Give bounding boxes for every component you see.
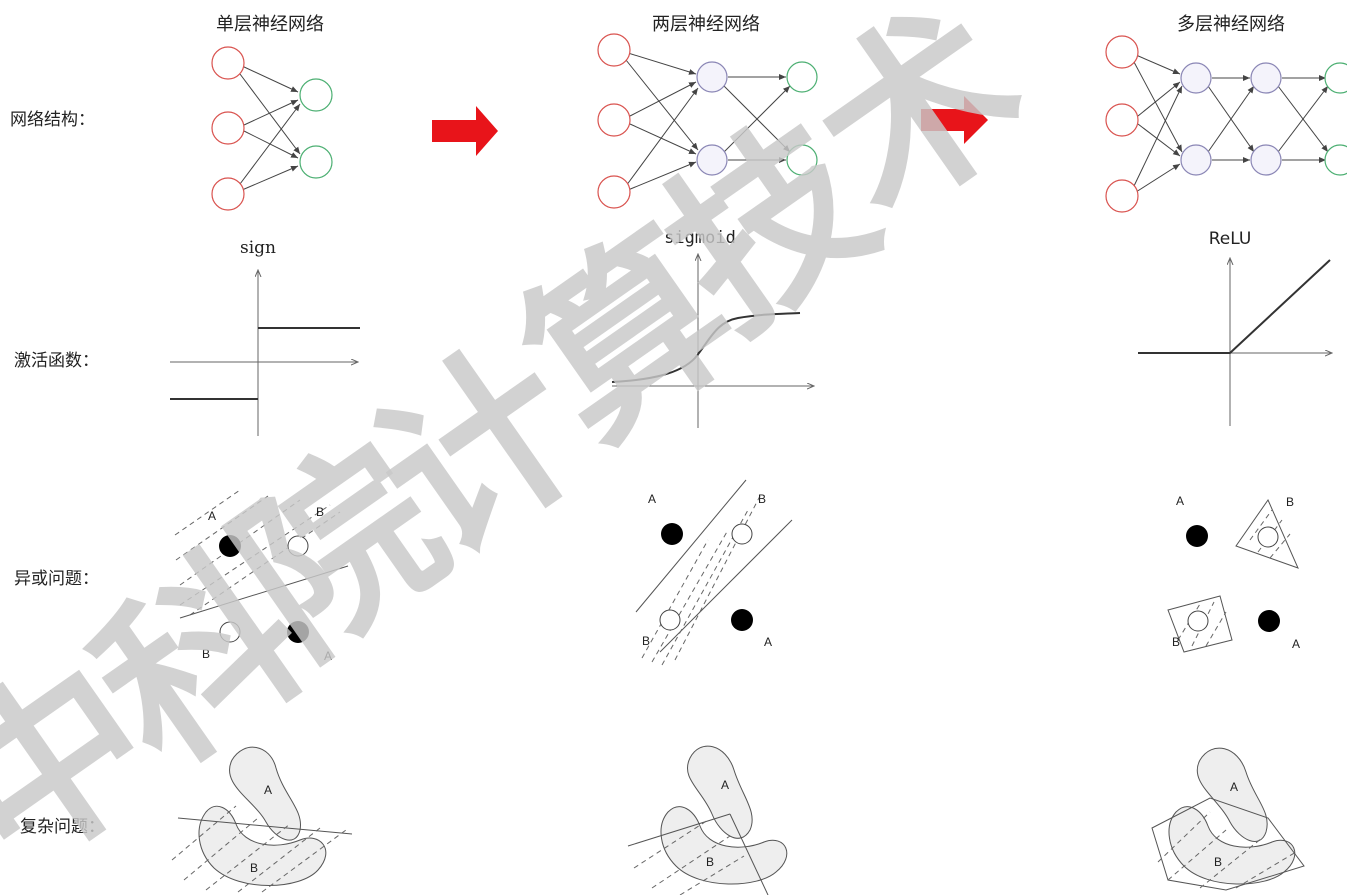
class-label-b: B [706,855,714,869]
class-label-a: A [764,635,772,649]
row-label-xor: 异或问题： [14,569,99,589]
xor-point-a [661,523,683,545]
sign-function-plot [170,270,360,436]
activation-name-relu: ReLU [1209,229,1252,249]
xor-point-b [219,621,241,643]
hidden-node [1250,62,1282,94]
xor-point-b [659,609,681,631]
class-label-b: B [1214,855,1222,869]
input-node [1105,35,1139,69]
single-layer-network [211,46,333,211]
output-node [299,78,333,112]
xor-point-b [731,523,753,545]
xor-point-b [1187,610,1209,632]
column-title-single-layer: 单层神经网络 [216,14,324,35]
input-node [597,33,631,67]
hidden-node [1180,144,1212,176]
input-node [597,175,631,209]
progression-arrow-1 [432,106,498,156]
class-label-a: A [1292,637,1300,651]
class-label-b: B [642,634,650,648]
complex-single-layer-panel: A B [171,746,353,893]
relu-function-plot [1138,258,1332,426]
output-node [786,61,818,93]
class-label-a: A [1176,494,1184,508]
xor-point-a [1258,610,1280,632]
xor-point-a [219,535,241,557]
row-label-activation: 激活函数： [14,351,99,371]
class-label-a: A [648,492,656,506]
sigmoid-function-plot [611,254,814,428]
class-label-b: B [1172,635,1180,649]
class-label-a: A [721,778,729,792]
output-node [1324,144,1347,176]
multi-layer-network [1105,35,1347,213]
xor-point-b [1257,526,1279,548]
xor-point-b [287,535,309,557]
input-node [211,46,245,80]
xor-single-layer-panel: A B B A [174,489,349,663]
input-node [211,177,245,211]
output-node [786,144,818,176]
class-label-a: A [208,509,216,523]
class-label-a: A [324,649,332,663]
column-title-multi-layer: 多层神经网络 [1177,14,1285,35]
column-title-two-layer: 两层神经网络 [652,14,760,35]
hidden-node [696,61,728,93]
hidden-node [1180,62,1212,94]
output-node [1324,62,1347,94]
watermark: 中 科 院 计 算 技 术 [0,0,1061,895]
xor-point-a [731,609,753,631]
activation-name-sign: sign [240,238,276,258]
progression-arrow-2 [921,96,988,144]
complex-multi-layer-panel: A B [1151,747,1305,891]
class-label-a: A [264,783,272,797]
row-label-structure: 网络结构： [10,110,95,130]
complex-two-layer-panel: A B [627,745,788,895]
xor-point-a [287,621,309,643]
class-label-b: B [1286,495,1294,509]
xor-multi-layer-panel: A B B A [1167,494,1300,653]
output-node [299,145,333,179]
xor-point-a [1186,525,1208,547]
class-label-b: B [316,505,324,519]
hidden-node [1250,144,1282,176]
hidden-node [696,144,728,176]
class-label-b: B [758,492,766,506]
input-node [211,111,245,145]
class-label-a: A [1230,780,1238,794]
input-node [1105,179,1139,213]
input-node [1105,103,1139,137]
row-label-complex: 复杂问题： [20,817,105,837]
two-layer-network [597,33,818,209]
class-label-b: B [202,647,210,661]
class-label-b: B [250,861,258,875]
input-node [597,103,631,137]
activation-name-sigmoid: sigmoid [664,228,736,248]
xor-two-layer-panel: A B B A [635,479,793,666]
